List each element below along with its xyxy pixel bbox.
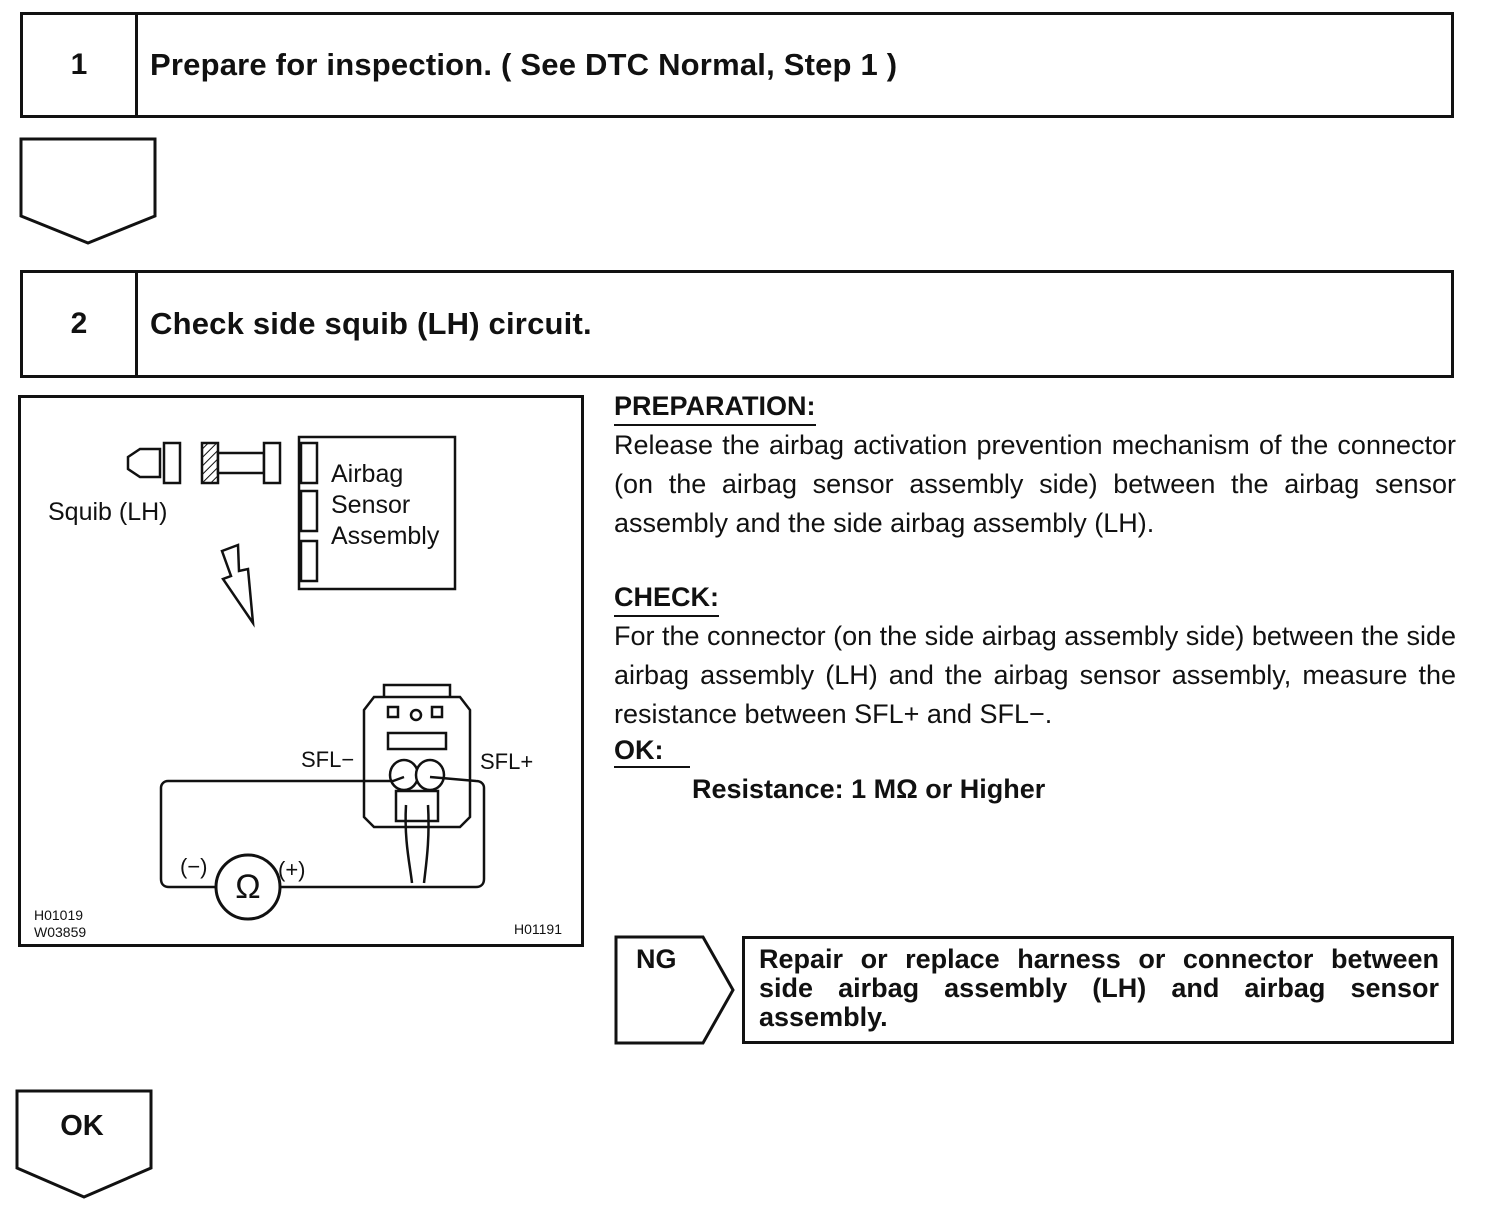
- probe-minus-label: (−): [180, 854, 208, 879]
- sensor-label-line1: Airbag: [331, 460, 404, 488]
- figure-code-3: H01191: [514, 921, 563, 937]
- step-title: Check side squib (LH) circuit.: [150, 306, 592, 341]
- direction-arrow-icon: [220, 543, 255, 628]
- instructions: PREPARATION: Release the airbag activati…: [614, 390, 1456, 805]
- figure-code-2: W03859: [34, 924, 87, 940]
- step-title: Prepare for inspection. ( See DTC Normal…: [150, 47, 898, 82]
- airbag-sensor-assembly-icon: [297, 435, 457, 591]
- preparation-heading: PREPARATION:: [614, 390, 816, 426]
- step-number: 2: [23, 273, 138, 375]
- sensor-label-line3: Assembly: [331, 522, 440, 550]
- ng-label: NG: [636, 944, 677, 974]
- ohm-symbol: Ω: [235, 868, 261, 906]
- ohmmeter-icon: [214, 853, 282, 921]
- step-2-header: 2 Check side squib (LH) circuit.: [20, 270, 1454, 378]
- terminal-plus-label: SFL+: [480, 749, 534, 774]
- squib-label: Squib (LH): [48, 498, 168, 526]
- check-text: For the connector (on the side airbag as…: [614, 621, 1456, 729]
- flow-down-arrow-icon: [19, 137, 157, 245]
- terminal-minus-label: SFL−: [301, 747, 355, 772]
- side-airbag-connector-icon: [362, 683, 472, 829]
- resistance-spec: Resistance: 1 MΩ or Higher: [692, 774, 1046, 804]
- check-heading: CHECK:: [614, 581, 719, 617]
- hatched-connector-icon: [200, 441, 282, 485]
- squib-connector-icon: [126, 441, 182, 485]
- step-number: 1: [23, 15, 138, 115]
- ng-action-box: Repair or replace harness or connector b…: [742, 936, 1454, 1044]
- preparation-text: Release the airbag activation prevention…: [614, 430, 1456, 538]
- ng-right-arrow-icon: [614, 935, 735, 1045]
- ohmmeter-lead: [159, 775, 486, 889]
- sensor-label-line2: Sensor: [331, 491, 411, 519]
- figure-code-1: H01019: [34, 907, 84, 923]
- ok-down-arrow-icon: [15, 1089, 153, 1199]
- step-1-header: 1 Prepare for inspection. ( See DTC Norm…: [20, 12, 1454, 118]
- ok-flow-label: OK: [60, 1110, 104, 1142]
- probe-plus-label: (+): [278, 857, 306, 882]
- ok-heading: OK:: [614, 734, 690, 768]
- connector-illustration: Squib (LH) Airbag Sensor Assembly SFL− S…: [18, 395, 584, 947]
- harness-wire: [404, 804, 430, 884]
